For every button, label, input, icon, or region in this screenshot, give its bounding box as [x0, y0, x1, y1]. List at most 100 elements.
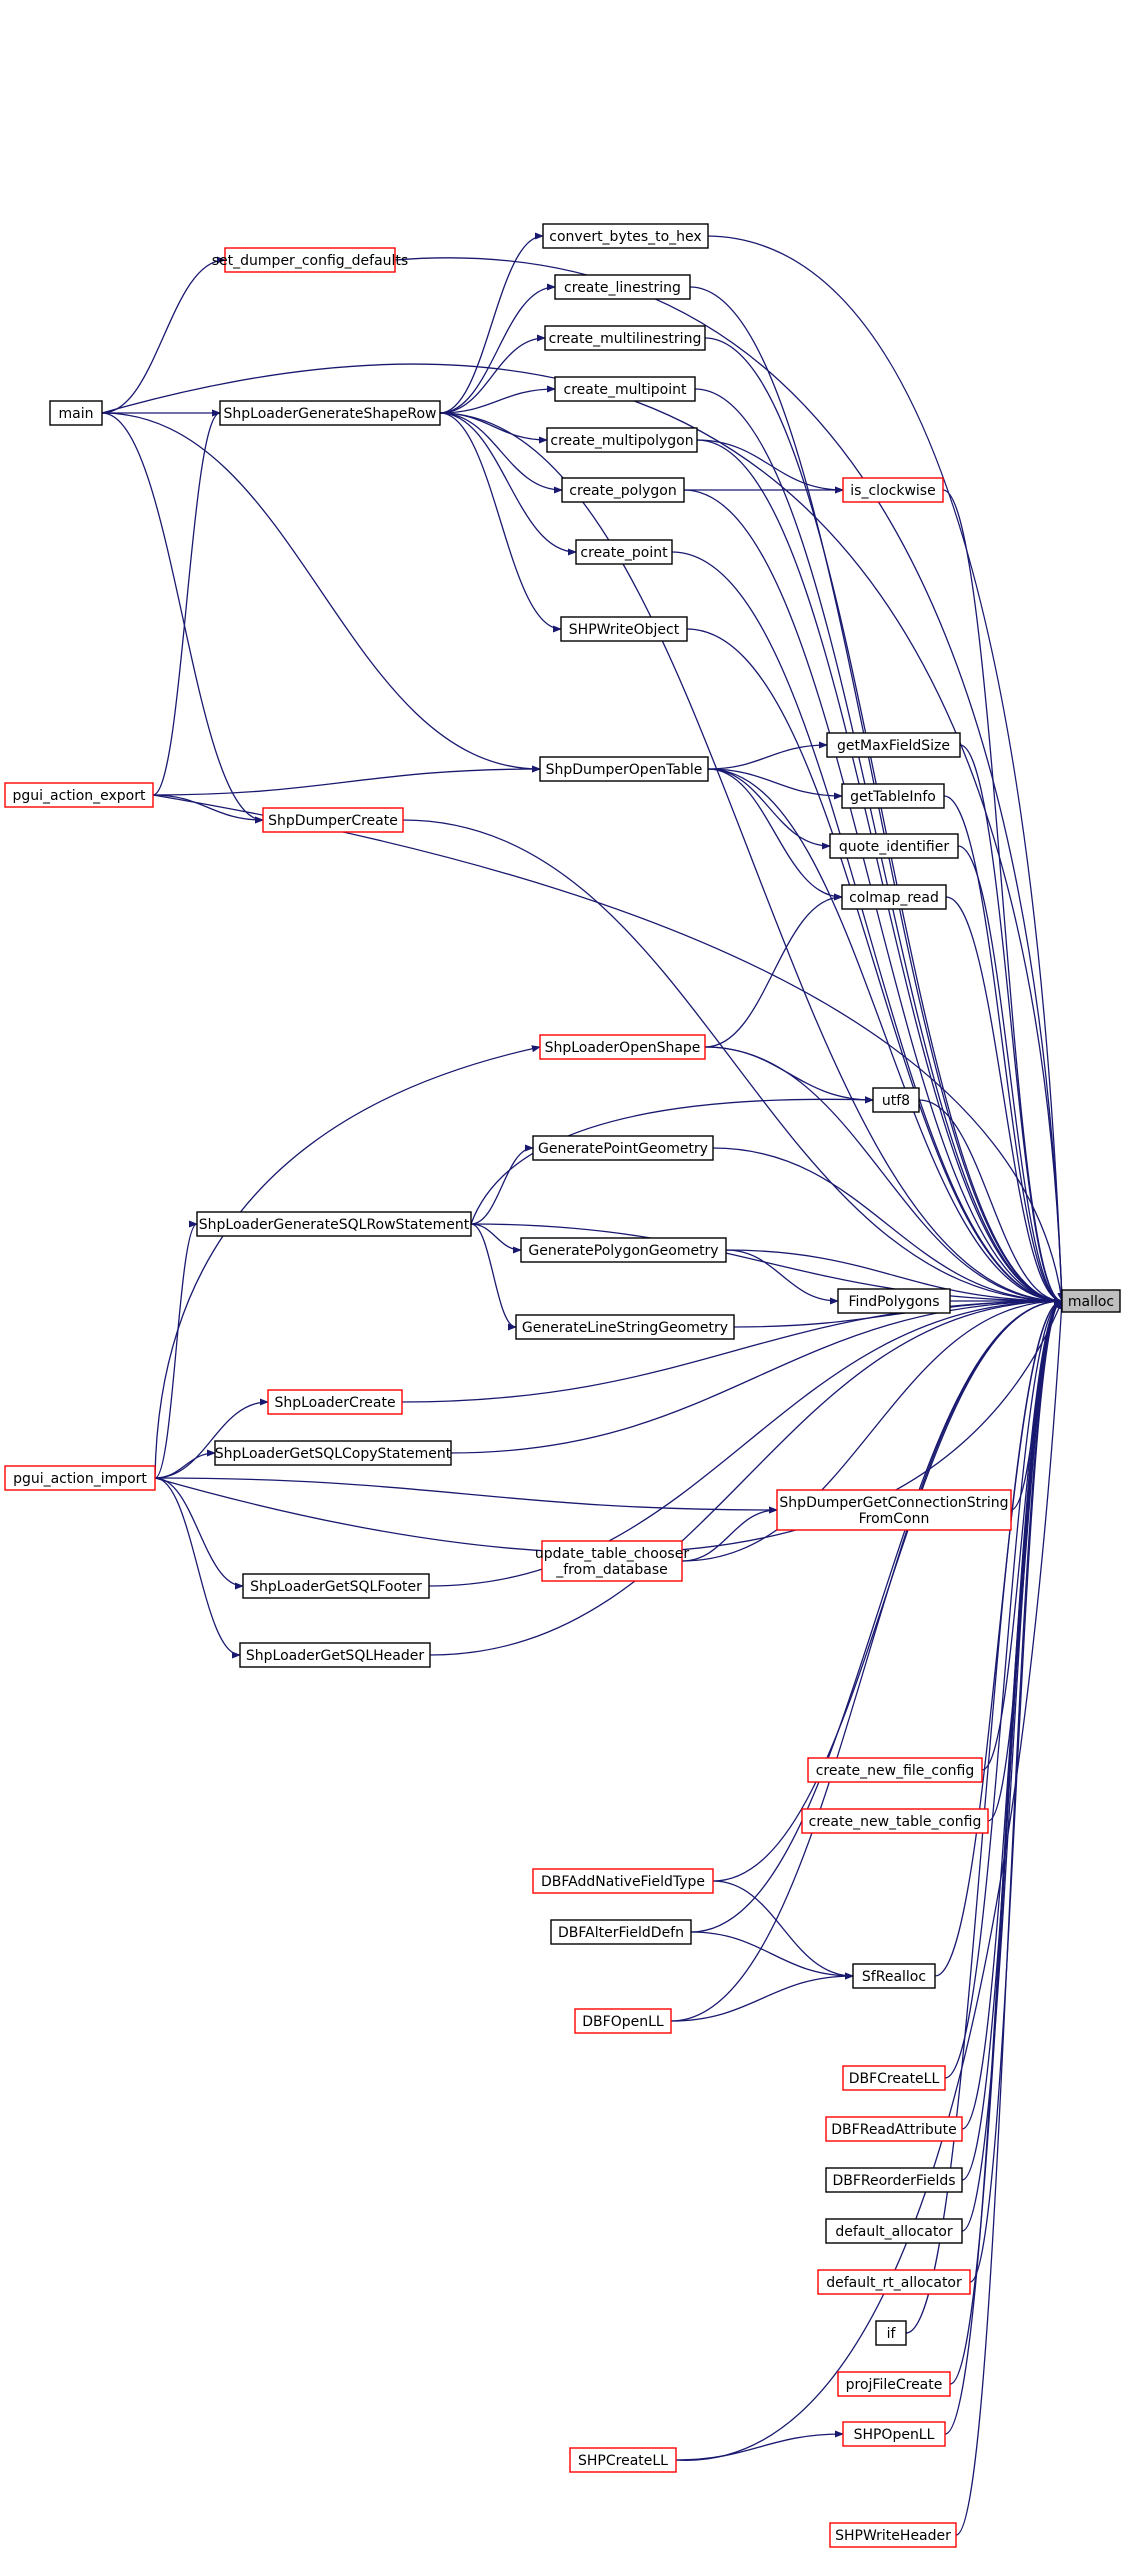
edge-getMaxFieldSize-to-malloc — [959, 744, 1063, 1305]
node-create_linestring[interactable]: create_linestring — [554, 274, 691, 300]
node-box — [829, 2522, 957, 2548]
node-ShpDumperCreate[interactable]: ShpDumperCreate — [262, 807, 404, 833]
node-create_new_file_config[interactable]: create_new_file_config — [807, 1757, 983, 1783]
edge-pgui_action_import-to-ShpLoaderOpenShape — [154, 1045, 541, 1479]
node-label: SHPWriteObject — [569, 622, 680, 638]
node-label: ShpLoaderGetSQLCopyStatement — [215, 1446, 452, 1462]
node-GeneratePolygonGeometry[interactable]: GeneratePolygonGeometry — [520, 1237, 727, 1263]
node-label: create_new_file_config — [816, 1763, 975, 1779]
node-create_multipolygon[interactable]: create_multipolygon — [546, 427, 698, 453]
node-label: main — [59, 406, 94, 422]
node-colmap_read[interactable]: colmap_read — [841, 884, 947, 910]
node-GenerateLineStringGeometry[interactable]: GenerateLineStringGeometry — [515, 1314, 735, 1340]
node-DBFCreateLL[interactable]: DBFCreateLL — [842, 2065, 946, 2091]
node-SHPWriteHeader[interactable]: SHPWriteHeader — [829, 2522, 957, 2548]
node-pgui_action_import[interactable]: pgui_action_import — [4, 1465, 156, 1491]
node-ShpLoaderGetSQLCopyStatement[interactable]: ShpLoaderGetSQLCopyStatement — [214, 1440, 452, 1466]
node-box — [842, 2421, 946, 2447]
edge-DBFAddNativeFieldType-to-SfRealloc — [712, 1880, 854, 1980]
node-FindPolygons[interactable]: FindPolygons — [837, 1288, 951, 1314]
node-update_table_chooser_from_database[interactable]: update_table_chooser_from_database — [535, 1540, 689, 1582]
edge-ShpDumperOpenTable-to-malloc — [707, 768, 1063, 1305]
node-ShpLoaderGetSQLHeader[interactable]: ShpLoaderGetSQLHeader — [239, 1642, 431, 1668]
node-create_multilinestring[interactable]: create_multilinestring — [544, 325, 706, 351]
node-projFileCreate[interactable]: projFileCreate — [837, 2371, 951, 2397]
node-DBFReorderFields[interactable]: DBFReorderFields — [825, 2167, 963, 2193]
node-create_new_table_config[interactable]: create_new_table_config — [801, 1808, 989, 1834]
edge-create_multilinestring-to-malloc — [704, 337, 1063, 1305]
node-DBFAlterFieldDefn[interactable]: DBFAlterFieldDefn — [550, 1919, 692, 1945]
node-convert_bytes_to_hex[interactable]: convert_bytes_to_hex — [542, 223, 709, 249]
node-label: SfRealloc — [862, 1969, 926, 1985]
node-label: create_linestring — [564, 280, 681, 296]
node-SfRealloc[interactable]: SfRealloc — [852, 1963, 936, 1989]
node-box — [554, 376, 696, 402]
node-is_clockwise[interactable]: is_clockwise — [842, 477, 944, 503]
edge-pgui_action_import-to-ShpLoaderCreate — [154, 1398, 269, 1479]
edge-SHPOpenLL-to-malloc — [944, 1297, 1063, 2435]
node-label: ShpDumperOpenTable — [546, 762, 703, 778]
node-DBFAddNativeFieldType[interactable]: DBFAddNativeFieldType — [532, 1868, 714, 1894]
node-box — [544, 325, 706, 351]
node-GeneratePointGeometry[interactable]: GeneratePointGeometry — [532, 1135, 714, 1161]
node-malloc[interactable]: malloc — [1061, 1289, 1121, 1313]
node-create_point[interactable]: create_point — [575, 539, 673, 565]
node-quote_identifier[interactable]: quote_identifier — [829, 833, 959, 859]
edge-quote_identifier-to-malloc — [957, 845, 1063, 1305]
node-set_dumper_config_defaults[interactable]: set_dumper_config_defaults — [212, 247, 408, 273]
node-main[interactable]: main — [49, 400, 103, 426]
node-box — [817, 2269, 971, 2295]
node-ShpLoaderGenerateSQLRowStatement[interactable]: ShpLoaderGenerateSQLRowStatement — [196, 1211, 472, 1237]
node-ShpLoaderCreate[interactable]: ShpLoaderCreate — [267, 1389, 403, 1415]
node-label: create_multipoint — [564, 382, 687, 398]
node-label: SHPOpenLL — [854, 2427, 935, 2443]
edge-ShpLoaderGenerateSQLRowStatement-to-GeneratePolygonGeometry — [470, 1223, 522, 1254]
node-getMaxFieldSize[interactable]: getMaxFieldSize — [826, 732, 961, 758]
edge-SHPWriteHeader-to-malloc — [955, 1297, 1063, 2536]
node-label: ShpLoaderGenerateSQLRowStatement — [199, 1217, 470, 1233]
node-ShpLoaderGenerateShapeRow[interactable]: ShpLoaderGenerateShapeRow — [219, 400, 441, 426]
edge-pgui_action_export-to-ShpLoaderGenerateShapeRow — [152, 409, 221, 796]
node-create_polygon[interactable]: create_polygon — [561, 477, 685, 503]
edge-create_point-to-malloc — [671, 551, 1063, 1305]
node-SHPWriteObject[interactable]: SHPWriteObject — [560, 616, 688, 642]
edge-ShpLoaderGenerateShapeRow-to-create_multilinestring — [439, 334, 546, 414]
edge-update_table_chooser_from_database-to-malloc — [681, 1297, 1063, 1562]
edge-create_multipolygon-to-malloc — [696, 439, 1063, 1305]
node-if[interactable]: if — [875, 2320, 907, 2346]
node-utf8[interactable]: utf8 — [872, 1087, 920, 1113]
node-default_rt_allocator[interactable]: default_rt_allocator — [817, 2269, 971, 2295]
node-label: DBFAddNativeFieldType — [541, 1874, 705, 1890]
edge-getTableInfo-to-malloc — [943, 795, 1063, 1305]
edge-ShpLoaderGetSQLCopyStatement-to-malloc — [450, 1297, 1063, 1454]
node-label: convert_bytes_to_hex — [549, 229, 701, 245]
node-DBFOpenLL[interactable]: DBFOpenLL — [574, 2008, 672, 2034]
node-box — [242, 1573, 430, 1599]
node-label: default_allocator — [835, 2224, 953, 2240]
edge-main-to-ShpDumperOpenTable — [101, 412, 541, 773]
node-ShpLoaderGetSQLFooter[interactable]: ShpLoaderGetSQLFooter — [242, 1573, 430, 1599]
node-box — [262, 807, 404, 833]
node-label: create_new_table_config — [809, 1814, 982, 1830]
node-pgui_action_export[interactable]: pgui_action_export — [4, 782, 154, 808]
node-label: projFileCreate — [846, 2377, 943, 2393]
edge-ShpLoaderGetSQLHeader-to-malloc — [429, 1297, 1063, 1656]
node-box — [196, 1211, 472, 1237]
edge-pgui_action_import-to-malloc — [154, 1300, 1063, 1554]
node-box — [561, 477, 685, 503]
node-getTableInfo[interactable]: getTableInfo — [841, 783, 945, 809]
edge-is_clockwise-to-malloc — [942, 489, 1063, 1305]
node-box — [550, 1919, 692, 1945]
node-SHPCreateLL[interactable]: SHPCreateLL — [569, 2447, 677, 2473]
edge-DBFAlterFieldDefn-to-SfRealloc — [690, 1931, 854, 1980]
node-label: ShpLoaderGetSQLHeader — [246, 1648, 424, 1664]
node-ShpLoaderOpenShape[interactable]: ShpLoaderOpenShape — [539, 1034, 706, 1060]
node-default_allocator[interactable]: default_allocator — [825, 2218, 963, 2244]
node-create_multipoint[interactable]: create_multipoint — [554, 376, 696, 402]
node-SHPOpenLL[interactable]: SHPOpenLL — [842, 2421, 946, 2447]
edge-ShpLoaderOpenShape-to-utf8 — [704, 1046, 874, 1104]
node-DBFReadAttribute[interactable]: DBFReadAttribute — [825, 2116, 963, 2142]
node-ShpDumperOpenTable[interactable]: ShpDumperOpenTable — [539, 756, 709, 782]
edge-ShpLoaderGetSQLFooter-to-malloc — [428, 1297, 1063, 1587]
